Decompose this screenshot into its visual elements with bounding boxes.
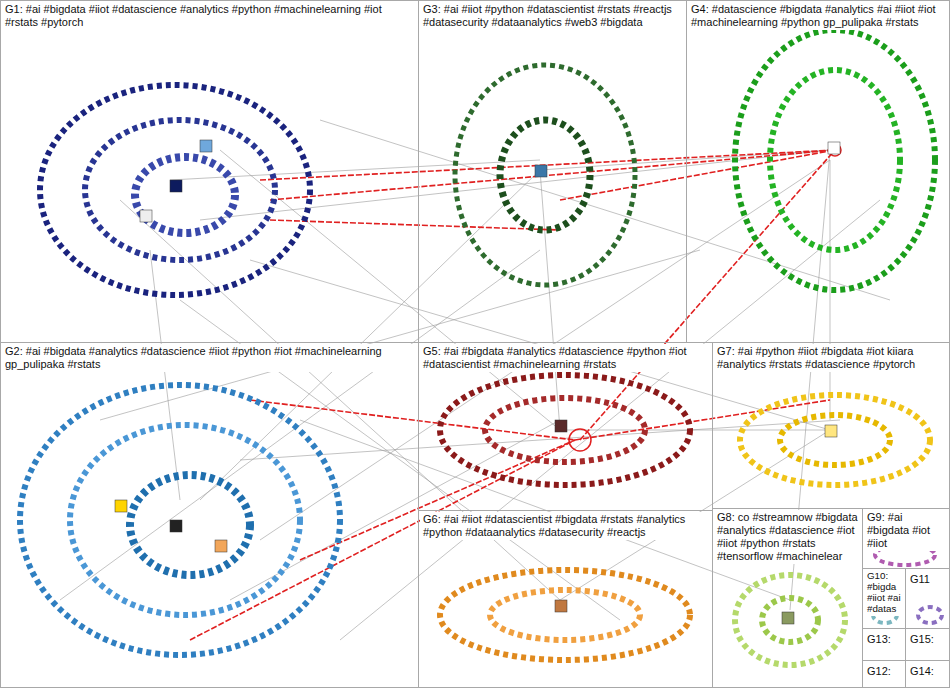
g8-cluster (762, 598, 818, 642)
avatar (170, 520, 182, 532)
tie-line (60, 250, 540, 600)
group-panel: G4: #datascience #bigdata #analytics #ai… (686, 0, 950, 343)
group-panel: G11 (905, 568, 950, 629)
g2-cluster (20, 385, 340, 655)
avatar (215, 540, 227, 552)
avatar (782, 612, 794, 624)
group-panel: G13: (862, 628, 906, 661)
red-line (260, 150, 835, 180)
tie-line (100, 250, 700, 420)
avatar (555, 600, 567, 612)
g5-cluster (485, 398, 645, 462)
avatar (200, 140, 212, 152)
group-heading: G7: #ai #python #iiot #bigdata #iot kiia… (714, 344, 944, 372)
group-panel: G10: #bigda #iiot #ai #datas (862, 568, 906, 629)
g11-cluster (918, 607, 942, 623)
group-heading: G2: #ai #bigdata #analytics #datascience… (2, 344, 413, 372)
g2-cluster (70, 425, 300, 615)
tie-line (150, 250, 180, 500)
avatar (828, 142, 840, 154)
group-panel: G1: #ai #bigdata #iiot #datascience #ana… (0, 0, 419, 343)
group-heading: G4: #datascience #bigdata #analytics #ai… (688, 2, 944, 30)
g1-cluster (135, 157, 235, 233)
tie-line (830, 160, 831, 420)
group-heading: G12: (864, 664, 894, 679)
group-panel: G12: (862, 660, 906, 688)
group-panel: G8: co #streamnow #bigdata #analytics #d… (712, 508, 863, 688)
g2-cluster (130, 475, 250, 575)
red-line (190, 440, 575, 640)
group-panel: G14: (905, 660, 950, 688)
tie-line (540, 170, 560, 430)
group-panel: G15: (905, 628, 950, 661)
group-panel: G9: #ai #bigdata #iot #iiot (862, 508, 950, 569)
red-line (270, 150, 835, 200)
avatar (115, 500, 127, 512)
g3-cluster (500, 120, 590, 230)
g4-cluster (770, 70, 900, 250)
hub-ring (569, 429, 591, 451)
group-panel: G5: #ai #bigdata #analytics #datascience… (418, 342, 713, 511)
tie-line (200, 170, 540, 500)
group-panel: G6: #ai #iiot #datascientist #bigdata #r… (418, 510, 713, 688)
group-heading: G9: #ai #bigdata #iot #iiot (864, 510, 948, 551)
g3-cluster (455, 65, 635, 285)
g1-cluster (85, 120, 275, 260)
group-heading: G6: #ai #iiot #datascientist #bigdata #r… (420, 512, 707, 540)
red-line (250, 400, 575, 440)
group-heading: G5: #ai #bigdata #analytics #datascience… (420, 344, 707, 372)
g4-cluster (735, 30, 935, 290)
group-panel: G2: #ai #bigdata #analytics #datascience… (0, 342, 419, 688)
tie-line (240, 420, 840, 460)
group-heading: G11 (907, 572, 933, 587)
group-heading: G14: (907, 664, 937, 679)
group-heading: G8: co #streamnow #bigdata #analytics #d… (714, 510, 861, 564)
tie-line (220, 150, 560, 430)
g5-cluster (440, 375, 690, 485)
group-panel: G7: #ai #python #iiot #bigdata #iot kiia… (712, 342, 950, 509)
group-heading: G13: (864, 632, 894, 647)
avatar (535, 165, 547, 177)
red-line (300, 440, 575, 560)
avatar (140, 210, 152, 222)
gray-ties (60, 120, 890, 640)
red-line (560, 150, 835, 200)
g6-cluster (440, 570, 690, 660)
group-heading: G3: #ai #iiot #python #datascientist #rs… (420, 2, 681, 30)
group-heading: G10: #bigda #iiot #ai #datas (864, 570, 904, 616)
g7-cluster (780, 415, 890, 465)
avatar (555, 420, 567, 432)
group-heading: G1: #ai #bigdata #iiot #datascience #ana… (2, 2, 413, 30)
g1-cluster (40, 85, 310, 295)
group-heading: G15: (907, 632, 937, 647)
tie-line (320, 120, 890, 300)
g6-cluster (490, 590, 640, 640)
g8-cluster (735, 575, 845, 665)
g7-cluster (740, 395, 930, 485)
avatar (170, 180, 182, 192)
red-line (270, 220, 560, 230)
avatar (825, 425, 837, 437)
group-panel: G3: #ai #iiot #python #datascientist #rs… (418, 0, 687, 343)
tie-line (560, 430, 830, 431)
